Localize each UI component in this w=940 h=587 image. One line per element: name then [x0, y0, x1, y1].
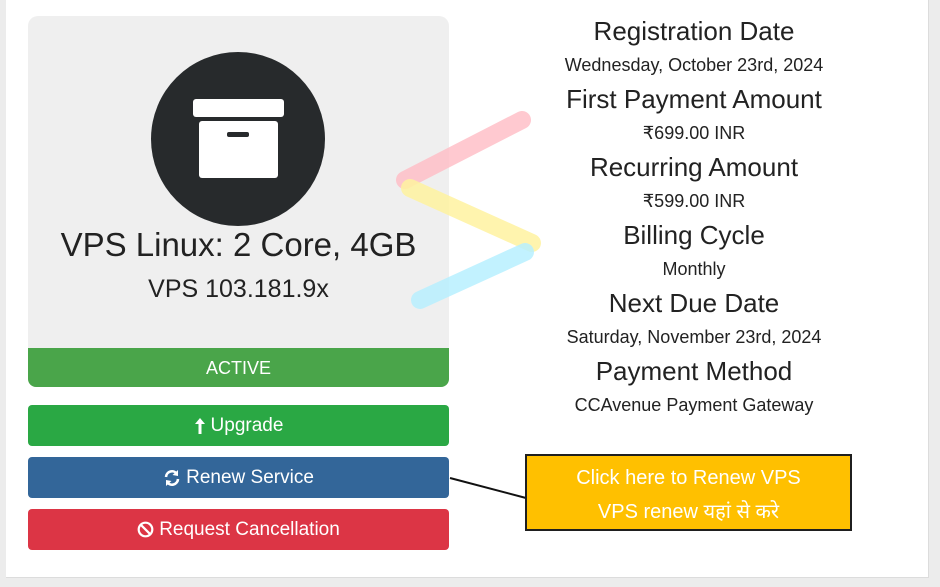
first-payment-label: First Payment Amount [566, 84, 822, 114]
recurring-amount-value: ₹599.00 INR [642, 191, 746, 211]
renew-service-button[interactable]: Renew Service [28, 457, 449, 498]
archive-box-slot [227, 132, 249, 137]
renew-service-button-label: Renew Service [186, 466, 314, 488]
next-due-date-value: Saturday, November 23rd, 2024 [566, 327, 822, 347]
product-domain: VPS 103.181.9x [148, 275, 329, 303]
service-info-list: Registration Date Wednesday, October 23r… [520, 14, 868, 422]
renew-callout-note: Click here to Renew VPS VPS renew यहां स… [525, 454, 852, 531]
billing-cycle-label: Billing Cycle [623, 220, 765, 250]
registration-date-label: Registration Date [593, 16, 795, 46]
request-cancellation-button-label: Request Cancellation [159, 518, 340, 540]
product-name: VPS Linux: 2 Core, 4GB [60, 226, 417, 263]
billing-cycle-value: Monthly [662, 259, 726, 279]
status-badge: ACTIVE [28, 348, 449, 387]
upgrade-button-label: Upgrade [210, 414, 284, 436]
recurring-amount-label: Recurring Amount [589, 152, 799, 182]
next-due-date-label: Next Due Date [608, 288, 780, 318]
callout-line-2: VPS renew यहां से करे [597, 501, 780, 523]
refresh-icon [164, 469, 180, 486]
registration-date-value: Wednesday, October 23rd, 2024 [564, 55, 824, 75]
callout-line-1: Click here to Renew VPS [576, 467, 801, 489]
archive-box-lid [193, 99, 284, 117]
payment-method-label: Payment Method [595, 356, 793, 386]
ban-icon [137, 521, 154, 538]
archive-box-body [199, 121, 278, 178]
arrow-up-icon [194, 417, 205, 434]
payment-method-value: CCAvenue Payment Gateway [574, 395, 814, 415]
first-payment-value: ₹699.00 INR [642, 123, 746, 143]
request-cancellation-button[interactable]: Request Cancellation [28, 509, 449, 550]
upgrade-button[interactable]: Upgrade [28, 405, 449, 446]
